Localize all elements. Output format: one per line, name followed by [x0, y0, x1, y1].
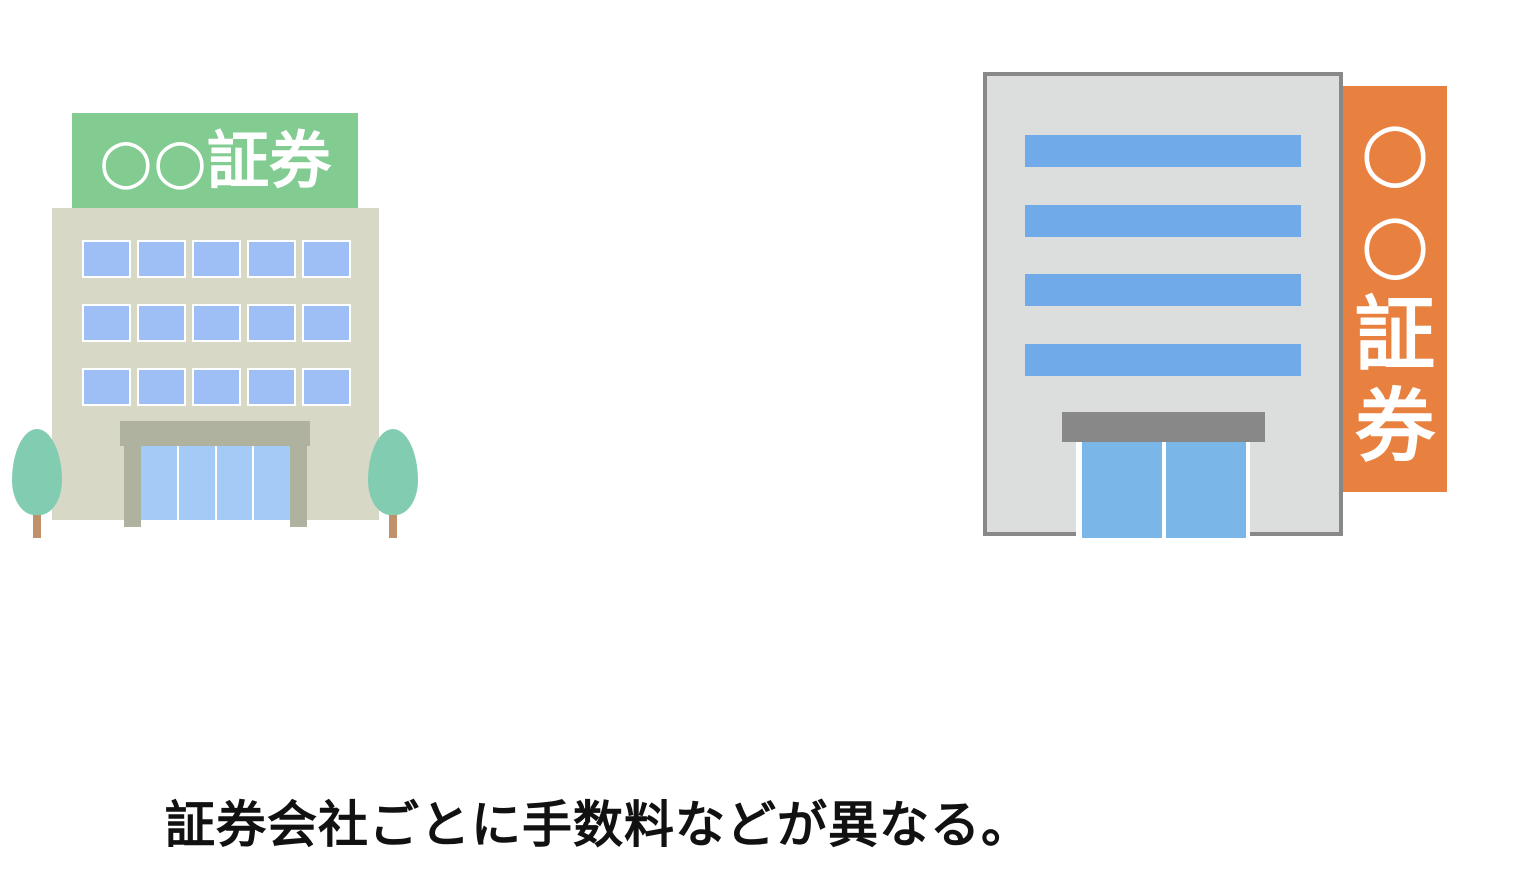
window — [82, 304, 131, 342]
window — [137, 368, 186, 406]
sign-char: 券 — [1355, 380, 1435, 473]
window — [247, 368, 296, 406]
tree-icon — [368, 429, 418, 515]
window — [247, 304, 296, 342]
sign-char: ○ — [1360, 104, 1430, 197]
left-entrance-post — [290, 446, 307, 527]
window — [192, 240, 241, 278]
window-stripe — [1025, 344, 1301, 376]
tree-icon — [12, 429, 62, 515]
window — [302, 304, 351, 342]
window-stripe — [1025, 135, 1301, 167]
right-building-sign: ○ ○ 証 券 — [1343, 86, 1447, 492]
window — [192, 304, 241, 342]
window — [302, 240, 351, 278]
caption: 証券会社ごとに手数料などが異なる。 — [165, 796, 1032, 854]
sign-char: 証 — [1355, 288, 1435, 381]
sign-char: ○ — [1360, 196, 1430, 289]
tree-trunk — [389, 498, 397, 538]
left-entrance-door — [141, 446, 290, 520]
window — [192, 368, 241, 406]
window — [137, 240, 186, 278]
right-entrance-canopy — [1062, 412, 1265, 442]
window — [82, 368, 131, 406]
window — [302, 368, 351, 406]
left-entrance-post — [124, 446, 141, 527]
tree-trunk — [33, 498, 41, 538]
left-entrance-canopy — [120, 421, 310, 446]
window-stripe — [1025, 205, 1301, 237]
window-stripe — [1025, 274, 1301, 306]
window — [137, 304, 186, 342]
right-entrance-door — [1076, 442, 1250, 538]
window — [82, 240, 131, 278]
window — [247, 240, 296, 278]
left-building-sign: ○○証券 — [72, 113, 358, 208]
